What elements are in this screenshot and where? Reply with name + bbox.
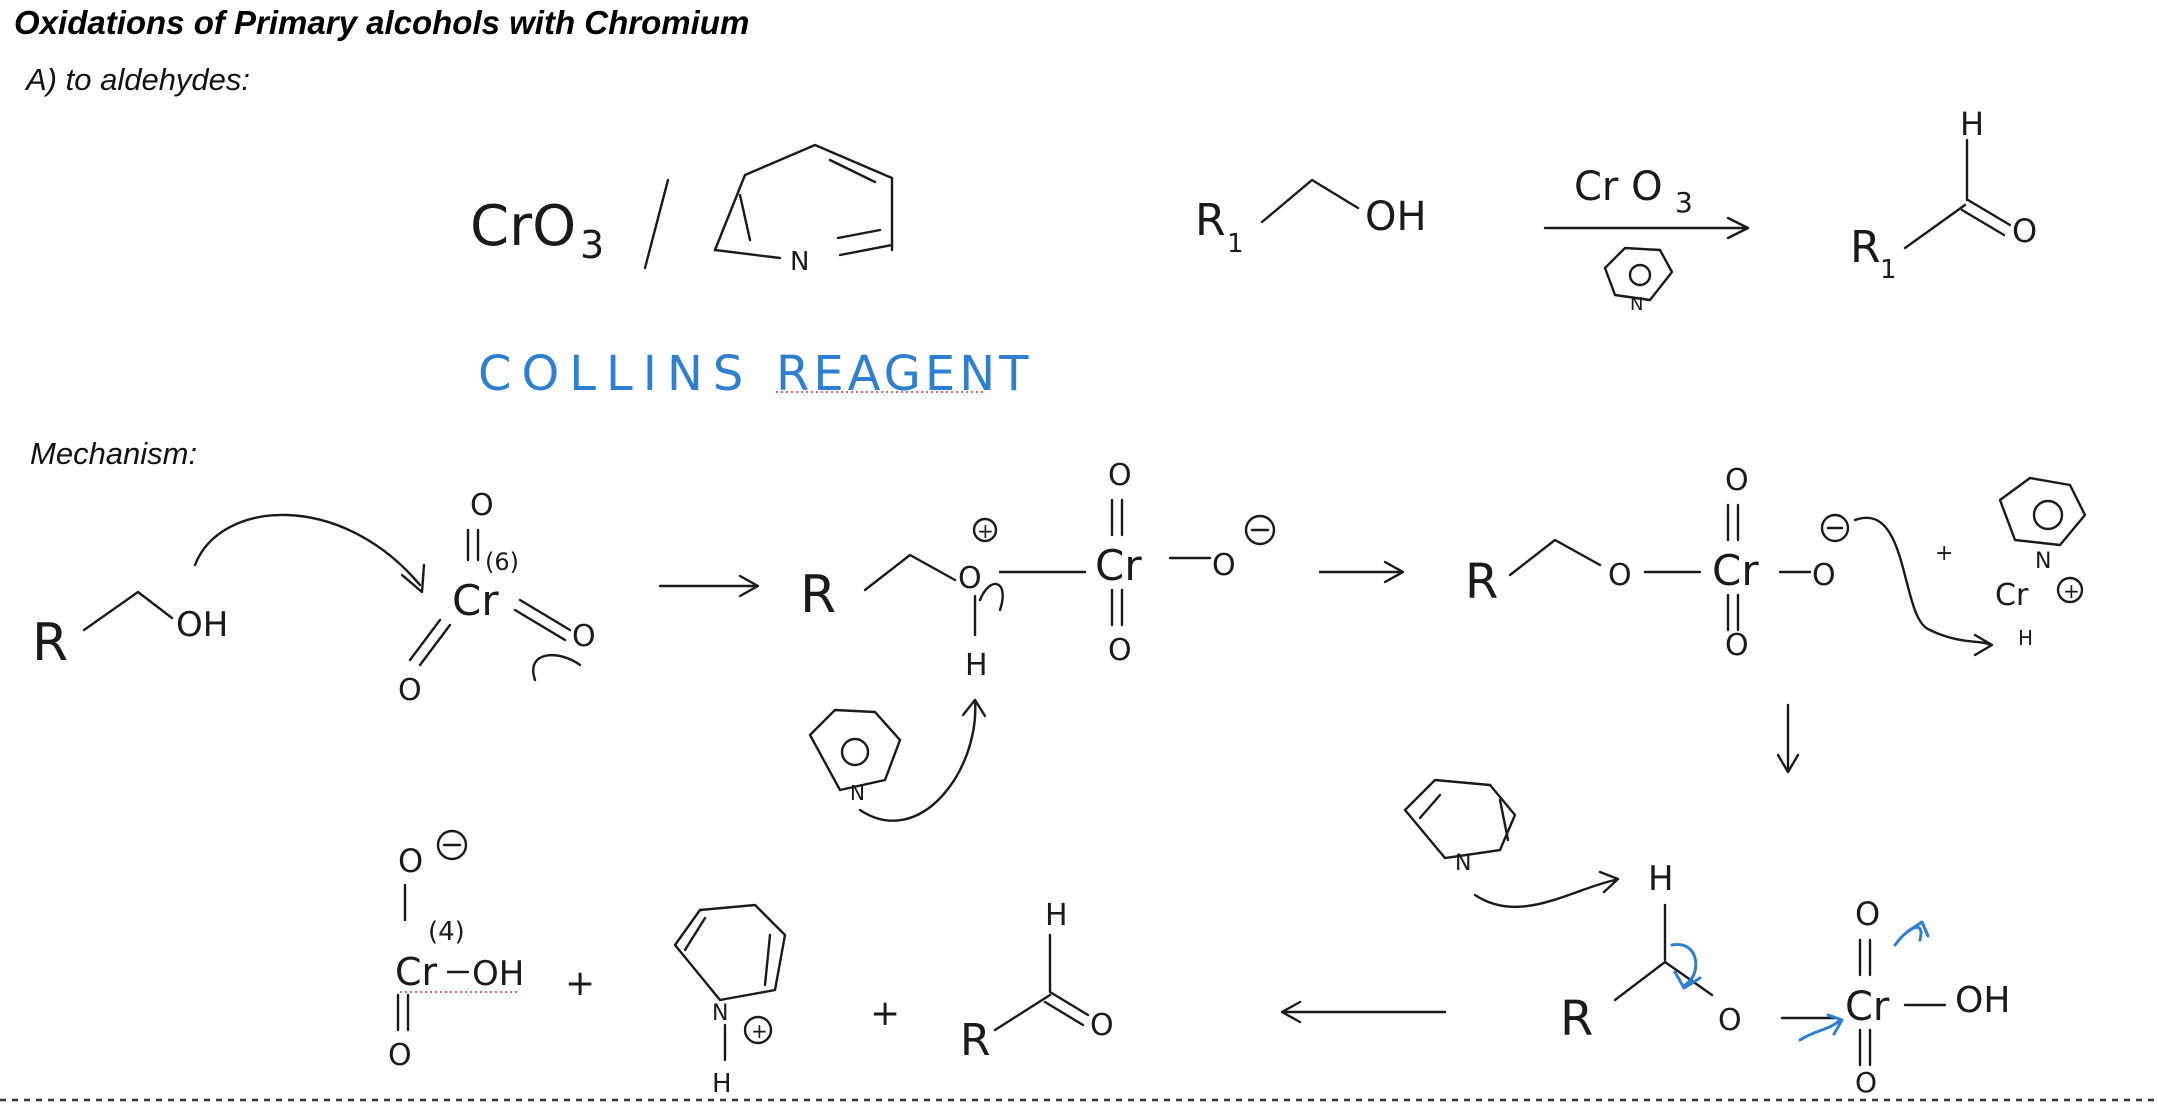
svg-text:R: R — [1850, 222, 1881, 273]
svg-text:OH: OH — [176, 605, 228, 645]
section-heading-aldehydes: A) to aldehydes: — [26, 62, 251, 97]
svg-text:R: R — [1465, 554, 1498, 610]
mechanism-step-4: N H R O Cr O O OH — [1403, 778, 2010, 1099]
svg-text:H: H — [2018, 626, 2033, 650]
svg-text:Cr: Cr — [452, 576, 499, 625]
svg-text:O: O — [2012, 212, 2037, 250]
svg-text:O: O — [572, 619, 596, 654]
pyridine-ring-reagent: N — [713, 143, 894, 277]
svg-text:1: 1 — [1227, 229, 1244, 259]
svg-text:H: H — [1960, 105, 1984, 143]
pyridine-small-arrow: N — [1603, 246, 1674, 315]
svg-text:O: O — [398, 842, 423, 880]
svg-text:O: O — [1812, 558, 1836, 593]
page-title: Oxidations of Primary alcohols with Chro… — [14, 4, 750, 41]
svg-text:O: O — [398, 673, 422, 708]
svg-text:H: H — [712, 1069, 732, 1099]
overall-reaction: R 1 OH Cr O 3 N R 1 O H — [1195, 105, 2037, 315]
svg-text:3: 3 — [580, 223, 604, 267]
pyridine-ring-base-1: N — [808, 708, 902, 805]
svg-text:Cr O: Cr O — [1574, 164, 1663, 210]
svg-text:1: 1 — [1880, 255, 1897, 285]
svg-text:O: O — [1608, 558, 1632, 593]
svg-text:O: O — [958, 561, 982, 596]
svg-text:O: O — [1108, 633, 1132, 668]
svg-text:Cr: Cr — [1995, 578, 2029, 613]
svg-text:N: N — [850, 781, 865, 805]
svg-text:OH: OH — [1955, 980, 2010, 1021]
svg-text:+: + — [2063, 579, 2080, 603]
svg-text:Cr: Cr — [1095, 541, 1142, 590]
mechanism-step-2: R O + H Cr O O O N — [800, 458, 1276, 822]
svg-text:+: + — [977, 519, 994, 543]
mechanism-step-1: R OH O (6) Cr O O — [32, 488, 596, 708]
pyridinium-ring-step-3: N + Cr H — [1995, 476, 2087, 650]
collins-reagent-formula: CrO 3 N — [470, 143, 894, 277]
svg-text:REAGENT: REAGENT — [776, 346, 1032, 402]
svg-text:OH: OH — [472, 954, 524, 994]
mechanism-step-3: R O Cr O O O + N + Cr H — [1465, 463, 2087, 663]
svg-text:O: O — [1725, 463, 1749, 498]
svg-text:O: O — [1090, 1008, 1114, 1043]
svg-text:N: N — [790, 247, 809, 277]
svg-text:H: H — [965, 648, 988, 683]
svg-text:O: O — [470, 488, 494, 523]
collins-reagent-label: COLLINS REAGENT — [478, 346, 1032, 402]
mechanism-products: O (4) Cr OH O + N + H + R O H — [388, 829, 1114, 1099]
pyridine-ring-base-2: N — [1403, 778, 1517, 876]
svg-text:O: O — [1718, 1003, 1742, 1038]
svg-text:O: O — [1212, 548, 1236, 583]
svg-text:O: O — [1855, 1066, 1877, 1099]
svg-text:O: O — [1108, 458, 1132, 493]
svg-text:R: R — [32, 613, 68, 673]
svg-text:R: R — [1195, 195, 1226, 246]
svg-text:H: H — [1045, 898, 1068, 933]
svg-text:R: R — [1560, 991, 1593, 1047]
pyridinium-product: N + H — [673, 903, 787, 1099]
svg-text:O: O — [1725, 628, 1749, 663]
svg-text:H: H — [1648, 859, 1674, 899]
section-heading-mechanism: Mechanism: — [30, 436, 198, 471]
svg-text:CrO: CrO — [470, 194, 576, 259]
svg-text:R: R — [800, 565, 836, 625]
svg-text:R: R — [960, 1015, 991, 1066]
svg-text:COLLINS: COLLINS — [478, 346, 753, 402]
svg-text:+: + — [1935, 541, 1953, 566]
svg-text:O: O — [388, 1038, 412, 1073]
svg-text:(6): (6) — [485, 548, 519, 576]
svg-text:N: N — [1630, 294, 1643, 315]
svg-text:Cr: Cr — [1712, 546, 1759, 595]
svg-text:Cr: Cr — [1845, 984, 1890, 1030]
svg-text:O: O — [1855, 895, 1880, 933]
svg-text:+: + — [565, 963, 595, 1004]
svg-text:N: N — [2035, 549, 2051, 574]
svg-text:N: N — [1455, 851, 1471, 876]
svg-text:+: + — [870, 993, 900, 1034]
svg-text:N: N — [712, 1001, 728, 1026]
svg-text:+: + — [751, 1019, 768, 1043]
svg-text:3: 3 — [1675, 186, 1693, 219]
svg-text:OH: OH — [1365, 194, 1427, 240]
svg-text:(4): (4) — [428, 917, 465, 947]
svg-text:Cr: Cr — [395, 950, 438, 994]
